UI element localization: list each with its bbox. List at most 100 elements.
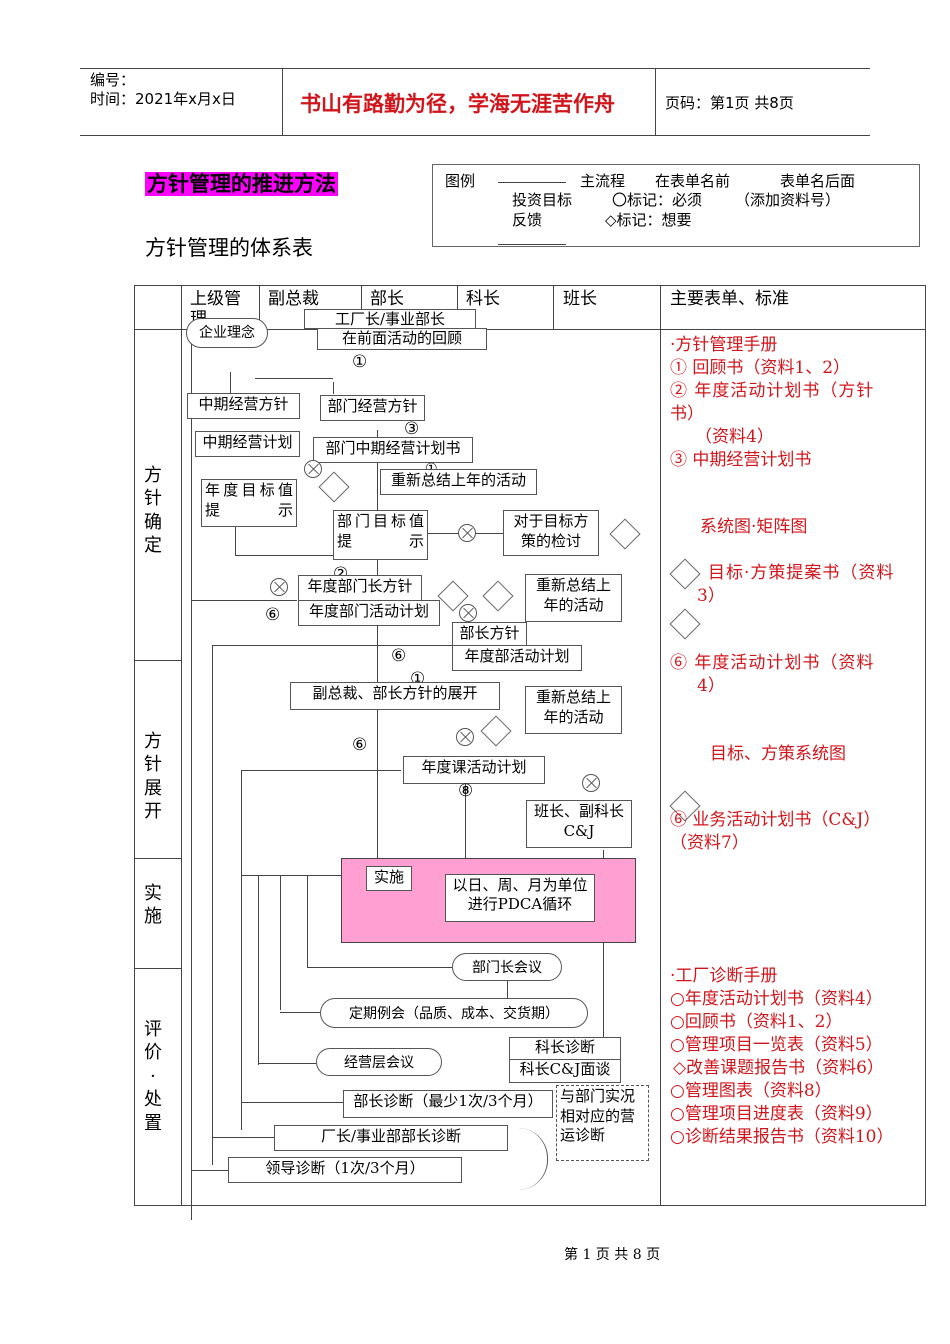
forms-policy-manual: ·方针管理手册	[670, 335, 778, 355]
legend-label: 图例	[445, 172, 476, 190]
flow-h-2	[212, 645, 452, 646]
header-divider-2	[655, 68, 656, 135]
header-page-info: 页码：第1页 共8页	[665, 94, 794, 112]
forms-mid-plan: ③ 中期经营计划书	[670, 450, 812, 470]
legend-must-mark: 〇标记：必须	[612, 191, 703, 209]
merge-icon-6	[582, 774, 600, 792]
flow-h-plan	[235, 555, 333, 556]
forms-target-proposal-cont: 3）	[697, 586, 725, 606]
flow-h-3	[241, 770, 401, 771]
forms-business-plan: ⑥ 业务活动计划书（C&J）	[670, 810, 881, 830]
section-rule-2	[134, 858, 181, 859]
flow-v-right	[603, 850, 604, 1040]
legend-after-form: 表单名后面	[780, 172, 856, 190]
col-header-forms: 主要表单、标准	[670, 289, 789, 309]
merge-icon-5	[456, 728, 474, 746]
merge-icon-2	[458, 524, 476, 542]
col-header-vp: 副总裁	[268, 289, 319, 309]
flow-v-mid-1	[230, 372, 231, 394]
node-leader-diag: 领导诊断（1次/3个月）	[228, 1157, 462, 1183]
node-annual-target: 年度目标值提示	[201, 479, 297, 527]
brace-right	[508, 1128, 548, 1190]
section-rule-3	[134, 968, 181, 969]
legend-main-flow: 主流程	[580, 172, 626, 190]
legend-add-doc: （添加资料号）	[735, 191, 841, 209]
flow-h-top	[255, 378, 333, 379]
table-header-rule	[134, 329, 926, 330]
node-team-cj: 班长、副科长C&J	[526, 800, 632, 848]
flow-left-4	[258, 875, 259, 1065]
node-mgmt-meeting: 经营层会议	[316, 1048, 442, 1076]
merge-icon-3	[270, 578, 288, 596]
node-annual-dept-plan: 年度部门活动计划	[298, 600, 440, 626]
node-minister-diag: 部长诊断（最少1次/3个月）	[343, 1090, 553, 1118]
flow-left-3	[241, 770, 242, 1130]
table-col-section-chief	[457, 285, 458, 329]
node-resummarize-2: 重新总结上年的活动	[525, 574, 622, 622]
header-bottom-rule	[80, 135, 870, 136]
forms-system-matrix: 系统图·矩阵图	[700, 517, 808, 537]
flow-v-plan	[235, 525, 236, 555]
node-mid-plan: 中期经营计划	[195, 431, 300, 457]
flow-v-diag	[507, 975, 508, 1000]
node-section-diag: 科长诊断	[509, 1037, 621, 1061]
page-subtitle: 方针管理的体系表	[145, 236, 313, 260]
flow-h-7	[241, 1102, 343, 1103]
flow-v-mid-2	[333, 382, 334, 394]
section-policy-deploy: 方针展开	[144, 731, 162, 823]
node-dept-target: 部门目标值提示	[333, 510, 428, 560]
forms-mgmt-chart: ○管理图表（资料8）	[670, 1081, 832, 1101]
flow-h-5	[191, 1170, 228, 1171]
system-table	[134, 285, 926, 1206]
forms-progress-table: ○管理项目进度表（资料9）	[670, 1104, 883, 1124]
flow-h-8	[258, 1063, 316, 1064]
header-motto: 书山有路勤为径，学海无涯苦作舟	[300, 91, 615, 116]
legend-feedback: 反馈	[512, 211, 543, 229]
flow-h-10	[307, 967, 452, 968]
node-factory-diag: 厂长/事业部部长诊断	[274, 1125, 508, 1151]
header-divider-1	[282, 68, 283, 135]
node-resummarize-1: 重新总结上年的活动	[380, 469, 537, 495]
marker-6c: ⑥	[352, 735, 368, 755]
forms-annual-plan-4: ○年度活动计划书（资料4）	[670, 989, 883, 1009]
node-minister-policy: 部长方针	[452, 622, 527, 648]
flow-v-centre-1	[377, 430, 378, 860]
forms-annual-activity-cont: 4）	[697, 676, 725, 696]
marker-8: ⑧	[458, 781, 474, 801]
node-section-cj: 科长C&J面谈	[509, 1059, 621, 1083]
marker-6b: ⑥	[391, 646, 407, 666]
node-periodic-meeting: 定期例会（品质、成本、交货期）	[320, 998, 588, 1028]
page-title: 方针管理的推进方法	[145, 171, 338, 197]
forms-annual-plan: ② 年度活动计划书（方针	[670, 381, 875, 401]
col-header-section-chief: 科长	[466, 289, 500, 309]
forms-annual-plan-cont: 书）	[670, 404, 704, 424]
flow-left-6	[307, 875, 308, 967]
legend-target: 投资目标	[512, 191, 573, 209]
merge-icon-1	[304, 460, 322, 478]
marker-1a: ①	[352, 352, 368, 372]
node-dept-policy: 部门经营方针	[320, 395, 425, 421]
legend-main-arrow	[498, 182, 566, 183]
table-col-team	[553, 285, 554, 329]
node-target-review: 对于目标方策的检讨	[503, 510, 599, 556]
flow-h-9	[280, 1012, 320, 1013]
forms-mgmt-items: ○管理项目一览表（资料5）	[670, 1035, 883, 1055]
forms-annual-plan-doc: （资料4）	[695, 427, 774, 447]
table-col-vp	[259, 285, 260, 329]
left-extension	[191, 1206, 192, 1220]
legend-want-mark: ◇标记：想要	[605, 211, 692, 229]
flow-h-6	[212, 1137, 274, 1138]
flow-v-centre-2	[465, 780, 466, 860]
marker-6a: ⑥	[265, 605, 281, 625]
table-col-section	[181, 285, 182, 1206]
col-header-team-lead: 班长	[563, 289, 597, 309]
forms-review-book: ① 回顾书（资料1、2）	[670, 358, 851, 378]
flow-h-4	[241, 875, 341, 876]
forms-target-system: 目标、方策系统图	[710, 744, 846, 764]
section-implement: 实施	[144, 883, 162, 928]
node-company-philosophy: 企业理念	[186, 318, 268, 348]
header-top-rule	[80, 68, 870, 69]
node-factory-head: 工厂长/事业部长	[304, 309, 476, 329]
table-col-minister	[361, 285, 362, 329]
node-mid-policy: 中期经营方针	[187, 393, 300, 419]
